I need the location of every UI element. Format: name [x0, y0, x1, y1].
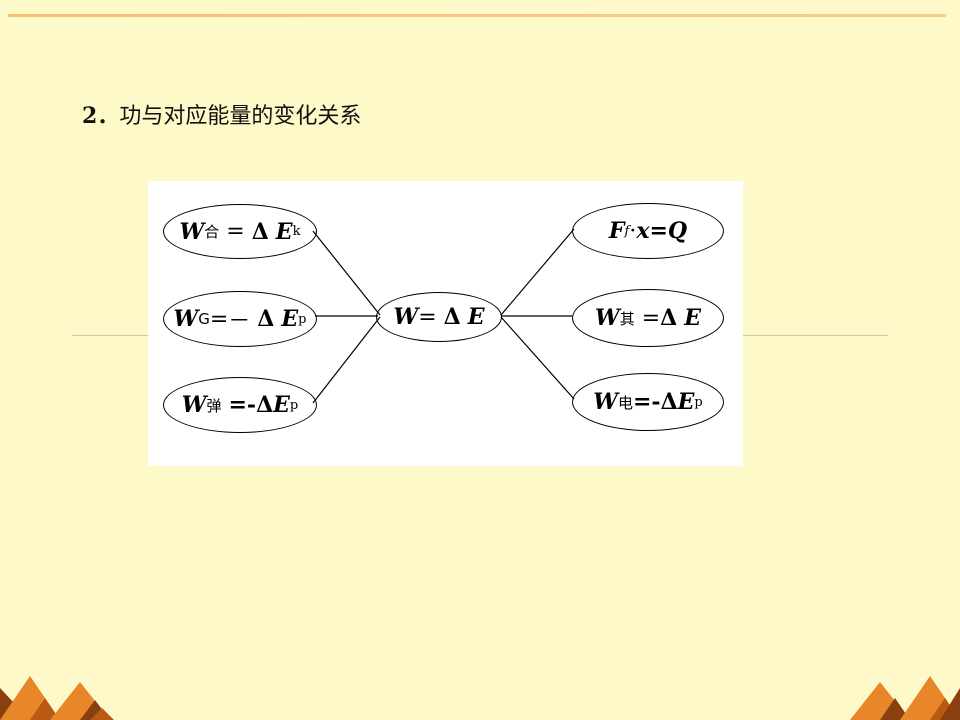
connector-lines — [312, 228, 575, 404]
heading-number: 2． — [82, 103, 120, 129]
connector-right-1 — [500, 228, 575, 316]
connector-left-3 — [312, 316, 381, 404]
top-accent-rule — [8, 14, 946, 17]
triangle-pattern-decoration-right — [850, 676, 960, 720]
connector-left-1 — [312, 230, 381, 316]
triangle-pattern-decoration — [0, 676, 114, 720]
connector-right-3 — [500, 316, 575, 400]
heading-text: 功与对应能量的变化关系 — [119, 104, 362, 129]
slide-heading: 2．功与对应能量的变化关系 — [82, 98, 361, 130]
node-center-work-energy: W= Δ E — [376, 292, 502, 342]
